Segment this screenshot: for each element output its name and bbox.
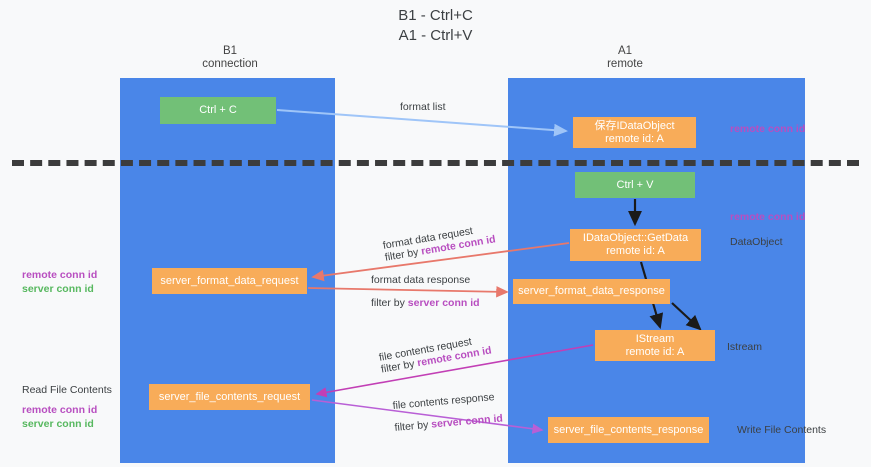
label-write-file-contents: Write File Contents: [737, 424, 827, 436]
filter-prefix: filter by: [394, 418, 432, 434]
label-file-contents-response-filter: filter by server conn id: [394, 410, 504, 436]
label-left-remote-conn-id-1: remote conn id: [22, 269, 98, 281]
swimlane-header-b1: B1 connection: [202, 45, 258, 70]
label-left-remote-conn-id-2: remote conn id: [22, 404, 98, 416]
node-server-file-contents-response[interactable]: server_file_contents_response: [548, 417, 709, 443]
label-read-file-contents: Read File Contents: [22, 384, 112, 396]
node-data-object[interactable]: 保存IDataObject remote id: A: [573, 117, 696, 148]
label-left-server-conn-id-2: server conn id: [22, 418, 94, 430]
page-title: B1 - Ctrl+C A1 - Ctrl+V: [398, 7, 473, 44]
label-dataobject: DataObject: [730, 236, 783, 248]
node-istream[interactable]: IStream remote id: A: [595, 330, 715, 361]
label-format-data-response-group: format data response filter by server co…: [371, 272, 480, 312]
node-idataobject-getdata[interactable]: IDataObject::GetData remote id: A: [570, 229, 701, 261]
annotation-conn-ids-file: remote conn id server conn id: [22, 385, 97, 431]
annotation-conn-ids-format: remote conn id server conn id: [22, 268, 97, 296]
filter-key-server-conn-id: server conn id: [407, 297, 480, 309]
node-server-file-contents-request[interactable]: server_file_contents_request: [149, 384, 310, 410]
phase-divider: [12, 160, 859, 166]
label-left-server-conn-id-1: server conn id: [22, 283, 94, 295]
label-remote-conn-id-top: remote conn id: [730, 123, 806, 135]
label-format-data-response: format data response: [371, 274, 471, 286]
node-ctrl-v[interactable]: Ctrl + V: [575, 172, 695, 198]
filter-key-server-conn-id: server conn id: [430, 412, 504, 431]
node-server-format-data-response[interactable]: server_format_data_response: [513, 279, 670, 304]
label-format-list: format list: [400, 101, 446, 113]
label-file-contents-response-group: file contents response filter by server …: [392, 389, 504, 437]
label-remote-conn-id-mid: remote conn id: [730, 211, 806, 223]
label-istream: Istream: [727, 341, 763, 353]
filter-prefix: filter by: [371, 297, 408, 309]
swimlane-header-a1: A1 remote: [607, 45, 643, 70]
node-ctrl-c[interactable]: Ctrl + C: [160, 97, 276, 124]
label-file-contents-request-group: file contents request filter by remote c…: [378, 333, 492, 376]
label-format-data-response-filter: filter by server conn id: [371, 295, 480, 312]
node-server-format-data-request[interactable]: server_format_data_request: [152, 268, 307, 294]
label-format-data-request-group: format data request filter by remote con…: [382, 222, 496, 264]
